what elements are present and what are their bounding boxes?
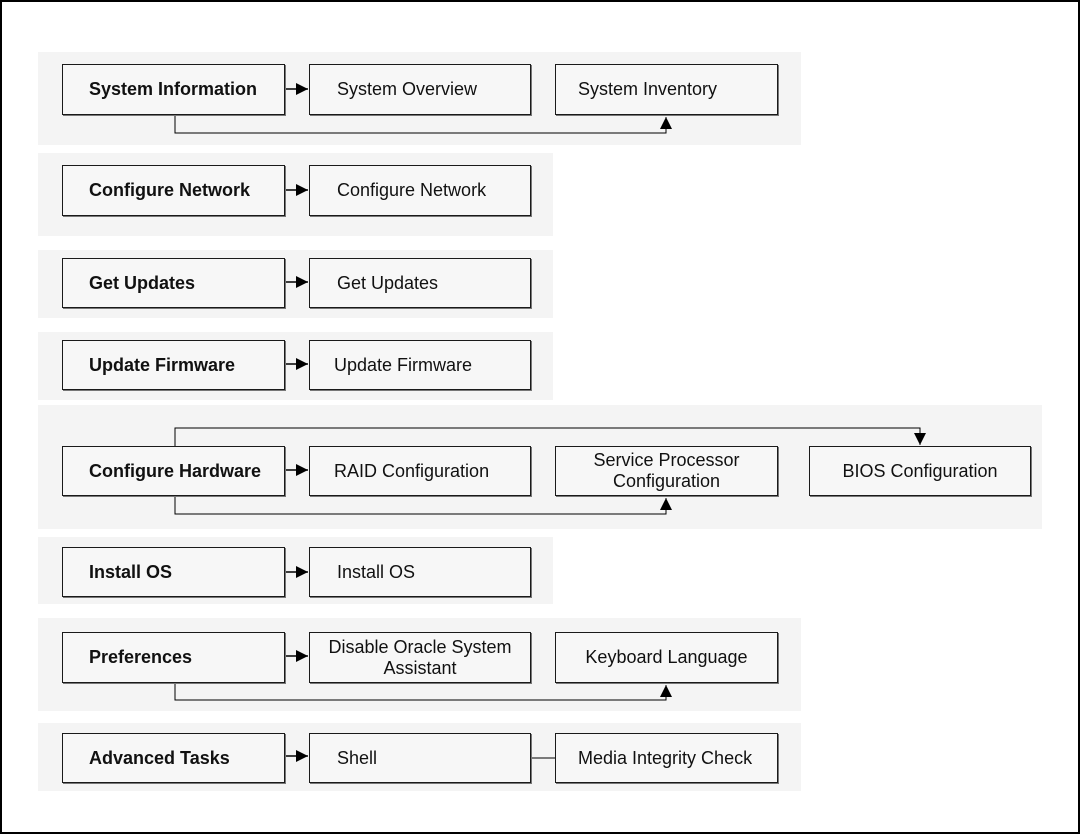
main-label: Preferences — [89, 647, 193, 668]
sub-label: BIOS Configuration — [842, 460, 998, 481]
sub-label: Media Integrity Check — [578, 747, 753, 768]
main-label: Install OS — [89, 561, 173, 582]
main-box-advanced-tasks: Advanced Tasks — [62, 733, 285, 783]
main-box-configure-network: Configure Network — [62, 165, 285, 216]
sub-label: System Overview — [337, 79, 478, 100]
main-label: Configure Hardware — [89, 460, 262, 481]
main-label: Get Updates — [89, 272, 196, 293]
main-label: System Information — [89, 79, 258, 100]
sub-box-disable-oracle-system-assistant: Disable Oracle System Assistant — [309, 632, 531, 683]
main-box-update-firmware: Update Firmware — [62, 340, 285, 390]
sub-label: Update Firmware — [334, 354, 473, 375]
sub-box-raid-configuration: RAID Configuration — [309, 446, 531, 496]
sub-label: Install OS — [337, 561, 416, 582]
sub-label: Shell — [337, 747, 378, 768]
sub-box-system-inventory: System Inventory — [555, 64, 778, 115]
sub-label: Get Updates — [337, 272, 439, 293]
sub-box-shell: Shell — [309, 733, 531, 783]
sub-label: Keyboard Language — [585, 647, 748, 668]
main-label: Configure Network — [89, 180, 251, 201]
main-box-get-updates: Get Updates — [62, 258, 285, 308]
sub-box-service-processor-configuration: Service Processor Configuration — [555, 446, 778, 496]
sub-label: RAID Configuration — [334, 460, 490, 481]
sub-box-system-overview: System Overview — [309, 64, 531, 115]
main-label: Advanced Tasks — [89, 747, 230, 768]
sub-box-media-integrity-check: Media Integrity Check — [555, 733, 778, 783]
main-box-configure-hardware: Configure Hardware — [62, 446, 285, 496]
sub-label: System Inventory — [578, 79, 718, 100]
sub-label: Configure Network — [337, 180, 487, 201]
main-box-install-os: Install OS — [62, 547, 285, 597]
main-label: Update Firmware — [89, 354, 236, 375]
main-box-system-information: System Information — [62, 64, 285, 115]
sub-box-update-firmware: Update Firmware — [309, 340, 531, 390]
sub-box-keyboard-language: Keyboard Language — [555, 632, 778, 683]
sub-box-bios-configuration: BIOS Configuration — [809, 446, 1031, 496]
sub-label: Disable Oracle System Assistant — [328, 636, 512, 678]
sub-box-install-os: Install OS — [309, 547, 531, 597]
sub-box-get-updates: Get Updates — [309, 258, 531, 308]
sub-box-configure-network: Configure Network — [309, 165, 531, 216]
main-box-preferences: Preferences — [62, 632, 285, 683]
sub-label: Service Processor Configuration — [593, 450, 740, 491]
